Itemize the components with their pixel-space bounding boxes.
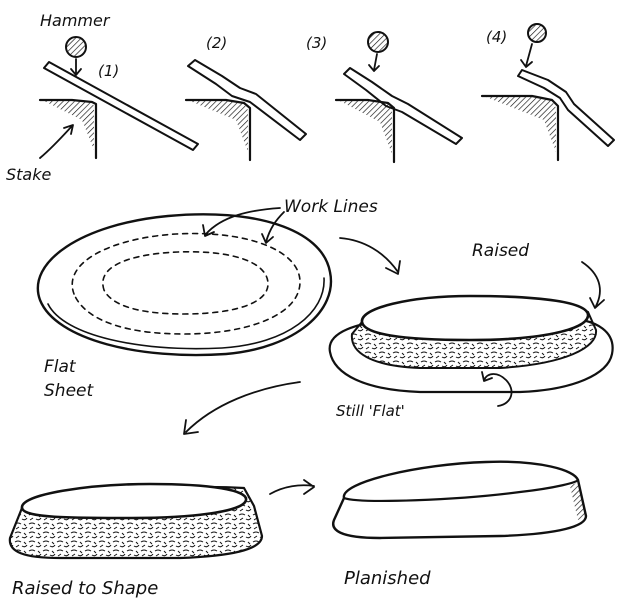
flow-arrow-icon <box>270 480 314 494</box>
raised-disc <box>330 262 613 406</box>
flow-arrow-icon <box>184 382 300 434</box>
planished-label: Planished <box>344 568 431 589</box>
step-1-label: (1) <box>98 62 119 80</box>
flat-sheet-label-line1: Flat <box>44 357 77 377</box>
hammer-label: Hammer <box>40 11 111 30</box>
stake-shading <box>340 101 392 154</box>
raised-pointer-arrow-icon <box>582 262 604 308</box>
step-2-label: (2) <box>206 34 227 52</box>
step-2 <box>186 60 306 160</box>
step-3 <box>336 32 462 162</box>
raised-shape-top <box>22 484 246 518</box>
stake-shading <box>486 97 556 152</box>
flat-sheet-disc <box>38 208 331 355</box>
step-3-label: (3) <box>306 34 327 52</box>
hammer-head-icon <box>66 37 86 57</box>
stake-pointer-arrow-icon <box>40 125 73 158</box>
flow-arrow-icon <box>340 238 400 274</box>
work-line-inner <box>103 252 268 314</box>
still-flat-label: Still 'Flat' <box>336 402 405 420</box>
hammer-arrow-icon <box>521 44 532 67</box>
planished-form <box>333 462 586 538</box>
raised-top-outline <box>362 296 588 340</box>
hammer-head-icon <box>528 24 546 42</box>
raised-to-shape-form <box>10 484 262 558</box>
raised-label: Raised <box>472 241 529 261</box>
hammer-arrow-icon <box>71 59 81 75</box>
hammer-head-icon <box>368 32 388 52</box>
raised-to-shape-label: Raised to Shape <box>12 578 158 599</box>
hammer-arrow-icon <box>369 54 379 71</box>
work-line-outer <box>72 233 300 334</box>
work-lines-label: Work Lines <box>284 197 378 217</box>
planished-rim <box>344 480 578 501</box>
still-flat-pointer-arrow-icon <box>482 372 512 406</box>
stake-label: Stake <box>6 165 52 184</box>
step-1 <box>40 37 198 158</box>
flat-sheet-label-line2: Sheet <box>44 381 94 401</box>
step-4-label: (4) <box>486 28 507 46</box>
work-lines-pointer-arrow-icon <box>262 212 284 243</box>
